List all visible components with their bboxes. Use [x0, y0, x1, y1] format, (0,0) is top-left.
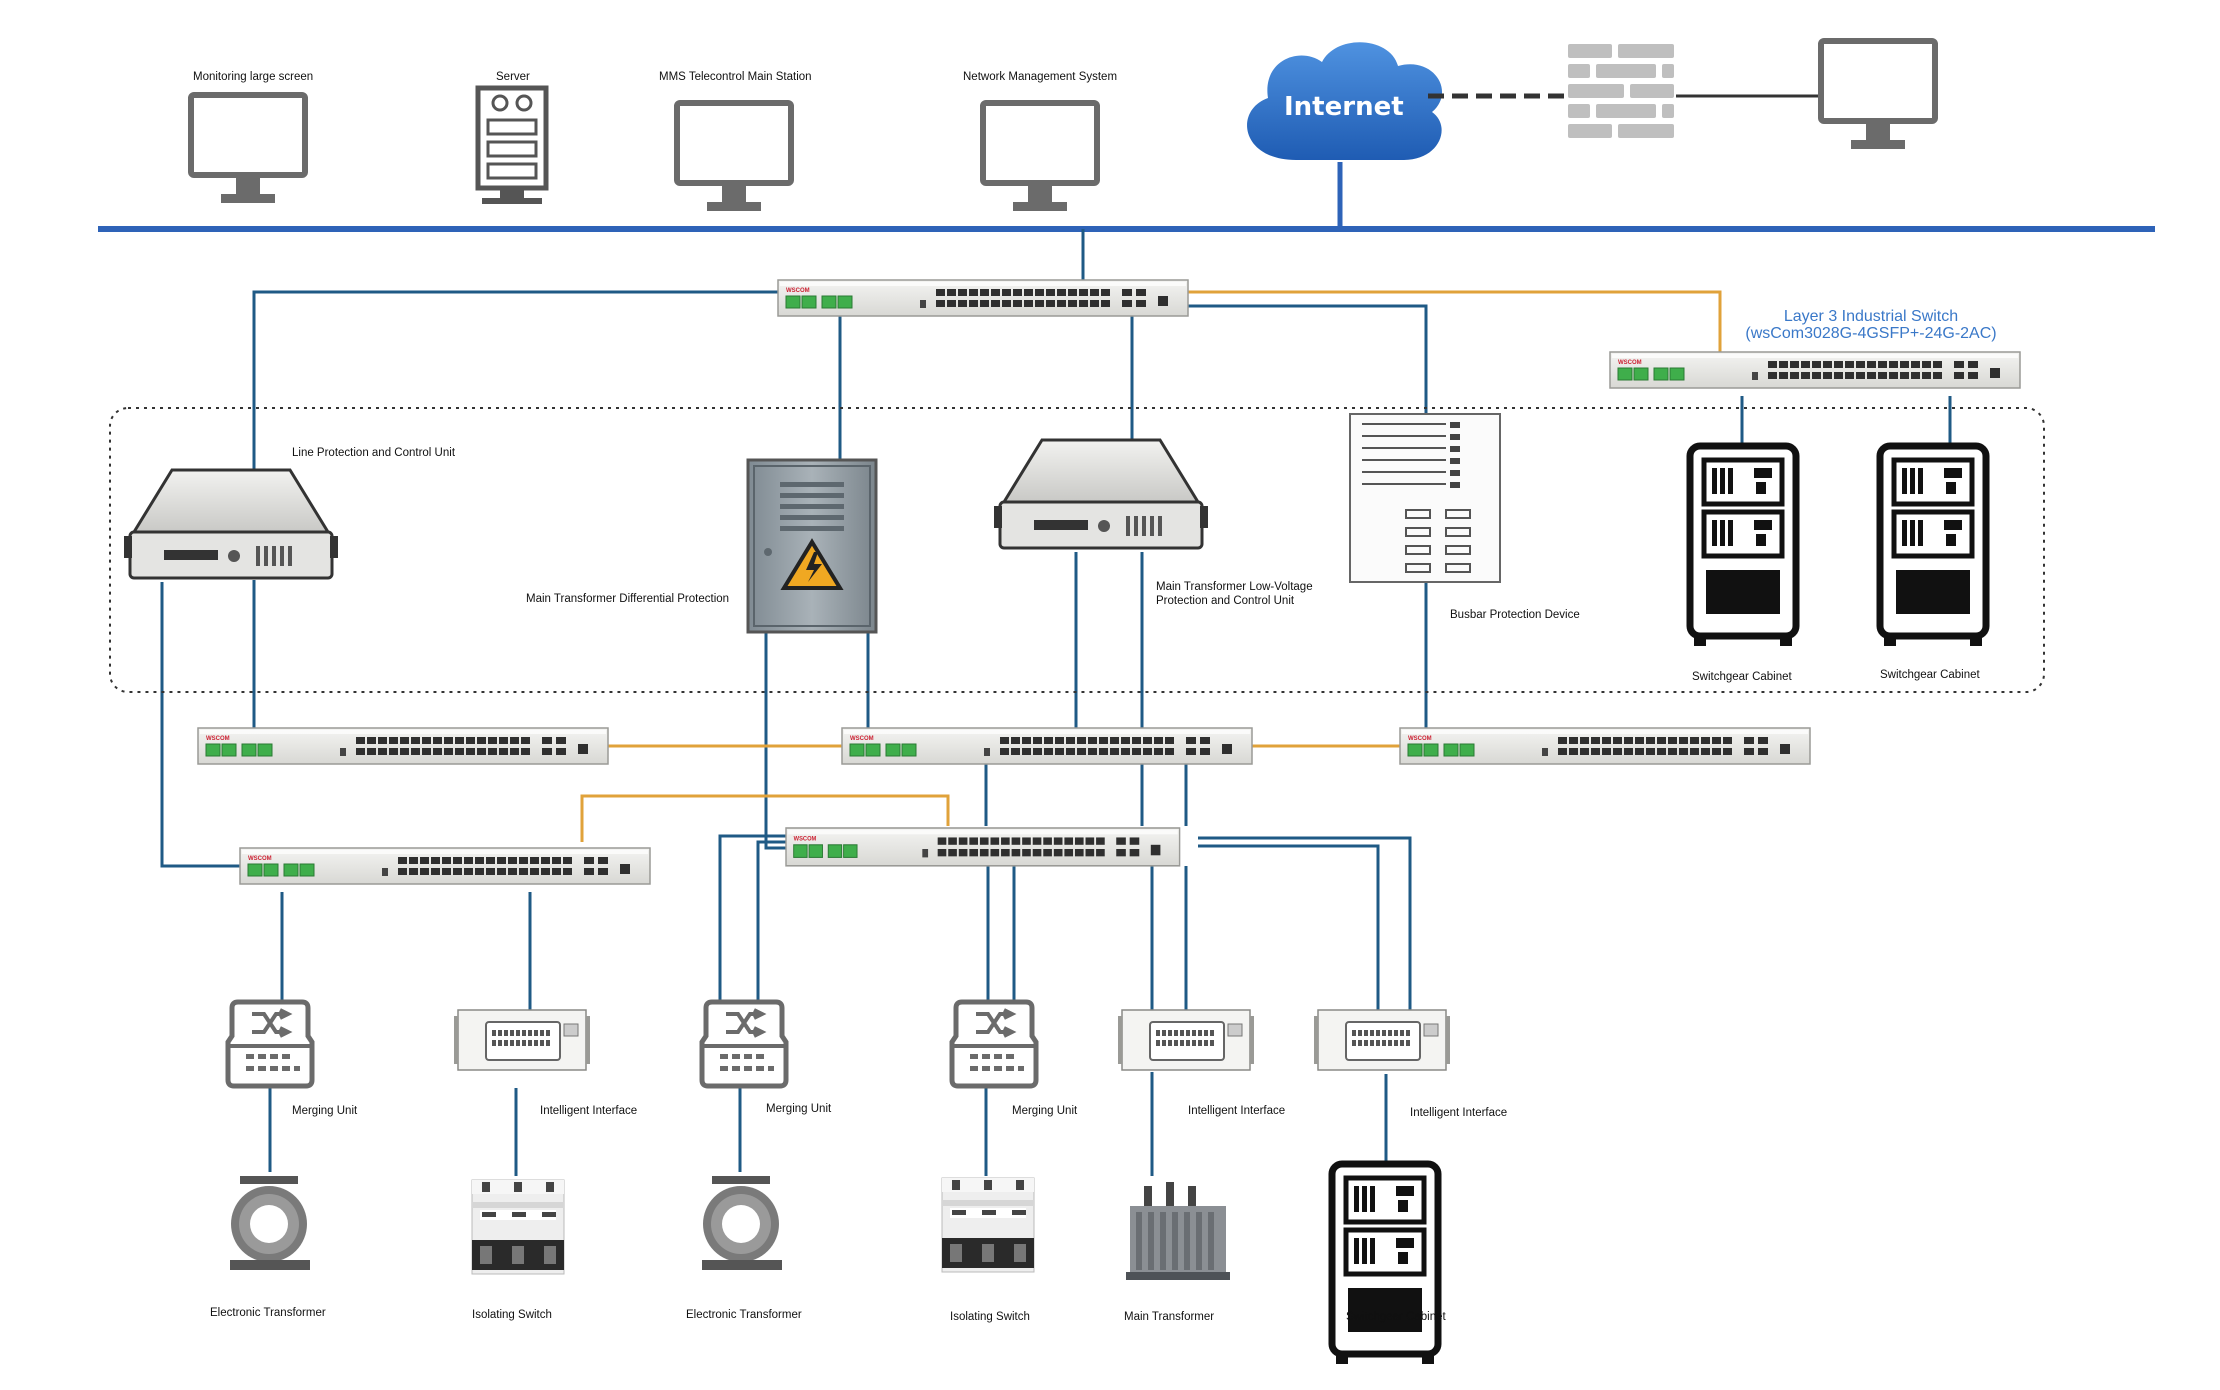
switchgear-cabinet-2: [1880, 446, 1986, 646]
electronic-transformer-1: [230, 1176, 310, 1270]
monitoring-screen-monitor: [191, 95, 305, 203]
line-protection-unit: [124, 468, 338, 580]
switchgear-cabinet-1: [1690, 446, 1796, 646]
intelligent-interface-3: [1313, 1009, 1451, 1071]
merging-unit-2: [702, 1002, 786, 1086]
network-links: [160, 290, 1952, 1176]
remote-monitor: [1821, 41, 1935, 149]
intelligent-interface-1: [453, 1009, 591, 1071]
label-mms-station: MMS Telecontrol Main Station: [659, 71, 812, 83]
access-switch-right: [1399, 727, 1811, 765]
label-core-switch-title: Layer 3 Industrial Switch: [1783, 308, 1959, 325]
label-core-switch-model: (wsCom3028G-4GSFP+-24G-2AC): [1745, 325, 1997, 342]
server-tower: [475, 85, 549, 204]
intelligent-interface-2: [1117, 1009, 1255, 1071]
label-isolating-switch-2: Isolating Switch: [950, 1311, 1030, 1323]
label-line-protection: Line Protection and Control Unit: [292, 447, 456, 459]
process-switch-middle: [785, 827, 1181, 867]
label-switchgear-1: Switchgear Cabinet: [1692, 671, 1792, 683]
bay-level-boundary: [109, 407, 2045, 693]
label-switchgear-cabinet-field: Switchgear Cabinet: [1346, 1311, 1446, 1323]
label-intelligent-3: Intelligent Interface: [1410, 1107, 1508, 1119]
access-switch-left: [197, 727, 609, 765]
label-merging-unit-2: Merging Unit: [766, 1103, 832, 1115]
electronic-transformer-2: [702, 1176, 782, 1270]
label-electronic-transformer-1: Electronic Transformer: [210, 1307, 326, 1319]
firewall-icon: [1568, 44, 1674, 138]
isolating-switch-2: [941, 1177, 1035, 1273]
label-transformer-diff: Main Transformer Differential Protection: [526, 593, 730, 605]
merging-unit-1: [228, 1002, 312, 1086]
label-main-transformer: Main Transformer: [1124, 1311, 1215, 1323]
transformer-differential-cabinet: [746, 458, 878, 634]
transformer-lv-protection-unit: [994, 438, 1208, 550]
label-intelligent-2: Intelligent Interface: [1188, 1105, 1286, 1117]
label-merging-unit-1: Merging Unit: [292, 1105, 358, 1117]
label-transformer-lv: Main Transformer Low-Voltage Protection …: [1156, 581, 1313, 607]
label-isolating-switch-1: Isolating Switch: [472, 1309, 552, 1321]
label-switchgear-2: Switchgear Cabinet: [1880, 669, 1980, 681]
main-transformer: [1126, 1182, 1230, 1280]
label-internet: Internet: [1284, 92, 1404, 122]
layer3-industrial-switch: [1609, 351, 2021, 389]
mms-station-monitor: [677, 103, 791, 211]
switchgear-cabinet-field: [1332, 1164, 1438, 1364]
network-mgmt-monitor: [983, 103, 1097, 211]
label-network-mgmt: Network Management System: [963, 71, 1118, 83]
access-switch-middle: [841, 727, 1253, 765]
merging-unit-3: [952, 1002, 1036, 1086]
uplink-links: [580, 290, 1722, 842]
process-switch-left: [239, 847, 651, 885]
label-merging-unit-3: Merging Unit: [1012, 1105, 1078, 1117]
internet-cloud: [1247, 42, 1443, 160]
isolating-switch-1: [471, 1179, 565, 1275]
label-intelligent-1: Intelligent Interface: [540, 1105, 638, 1117]
core-switch: [777, 279, 1189, 317]
label-busbar: Busbar Protection Device: [1450, 609, 1580, 621]
busbar-protection-device: [1349, 413, 1501, 583]
label-electronic-transformer-2: Electronic Transformer: [686, 1309, 802, 1321]
label-server: Server: [496, 71, 530, 83]
label-monitoring-screen: Monitoring large screen: [193, 71, 314, 83]
